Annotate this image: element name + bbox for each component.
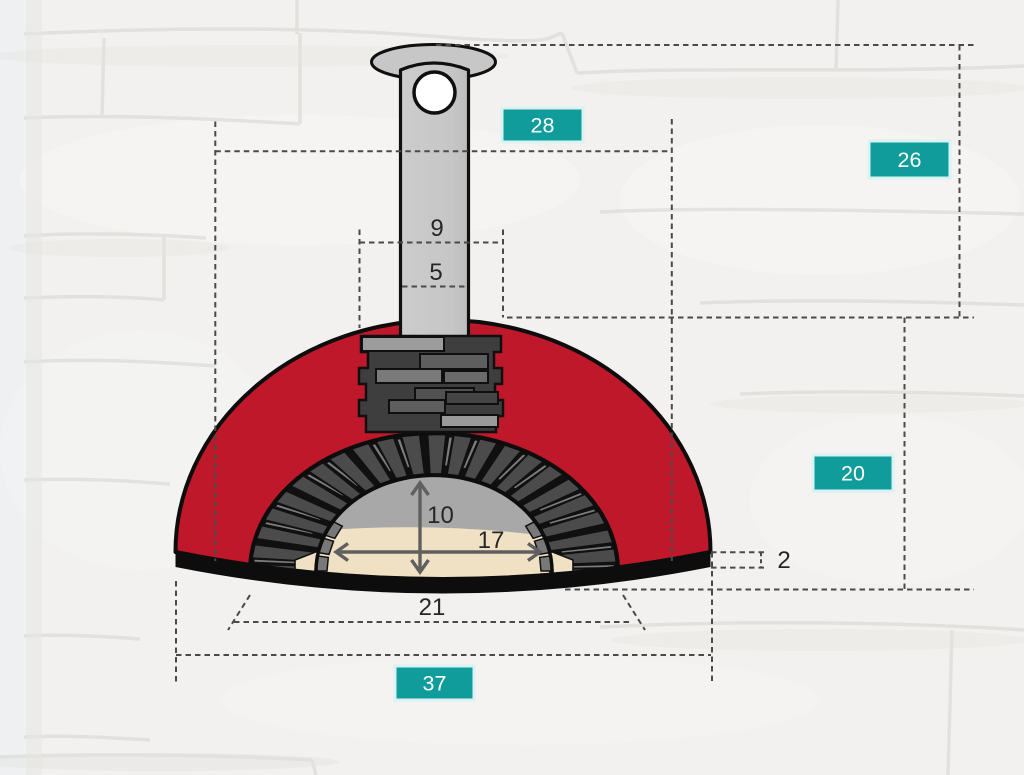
svg-text:26: 26 [898,148,922,172]
svg-text:20: 20 [841,462,865,486]
svg-text:21: 21 [419,594,446,621]
svg-text:9: 9 [430,215,443,242]
svg-text:28: 28 [531,114,555,138]
svg-text:17: 17 [478,527,505,554]
svg-text:37: 37 [423,672,447,696]
svg-text:2: 2 [777,547,790,574]
svg-text:5: 5 [429,259,442,286]
svg-text:10: 10 [427,502,454,529]
